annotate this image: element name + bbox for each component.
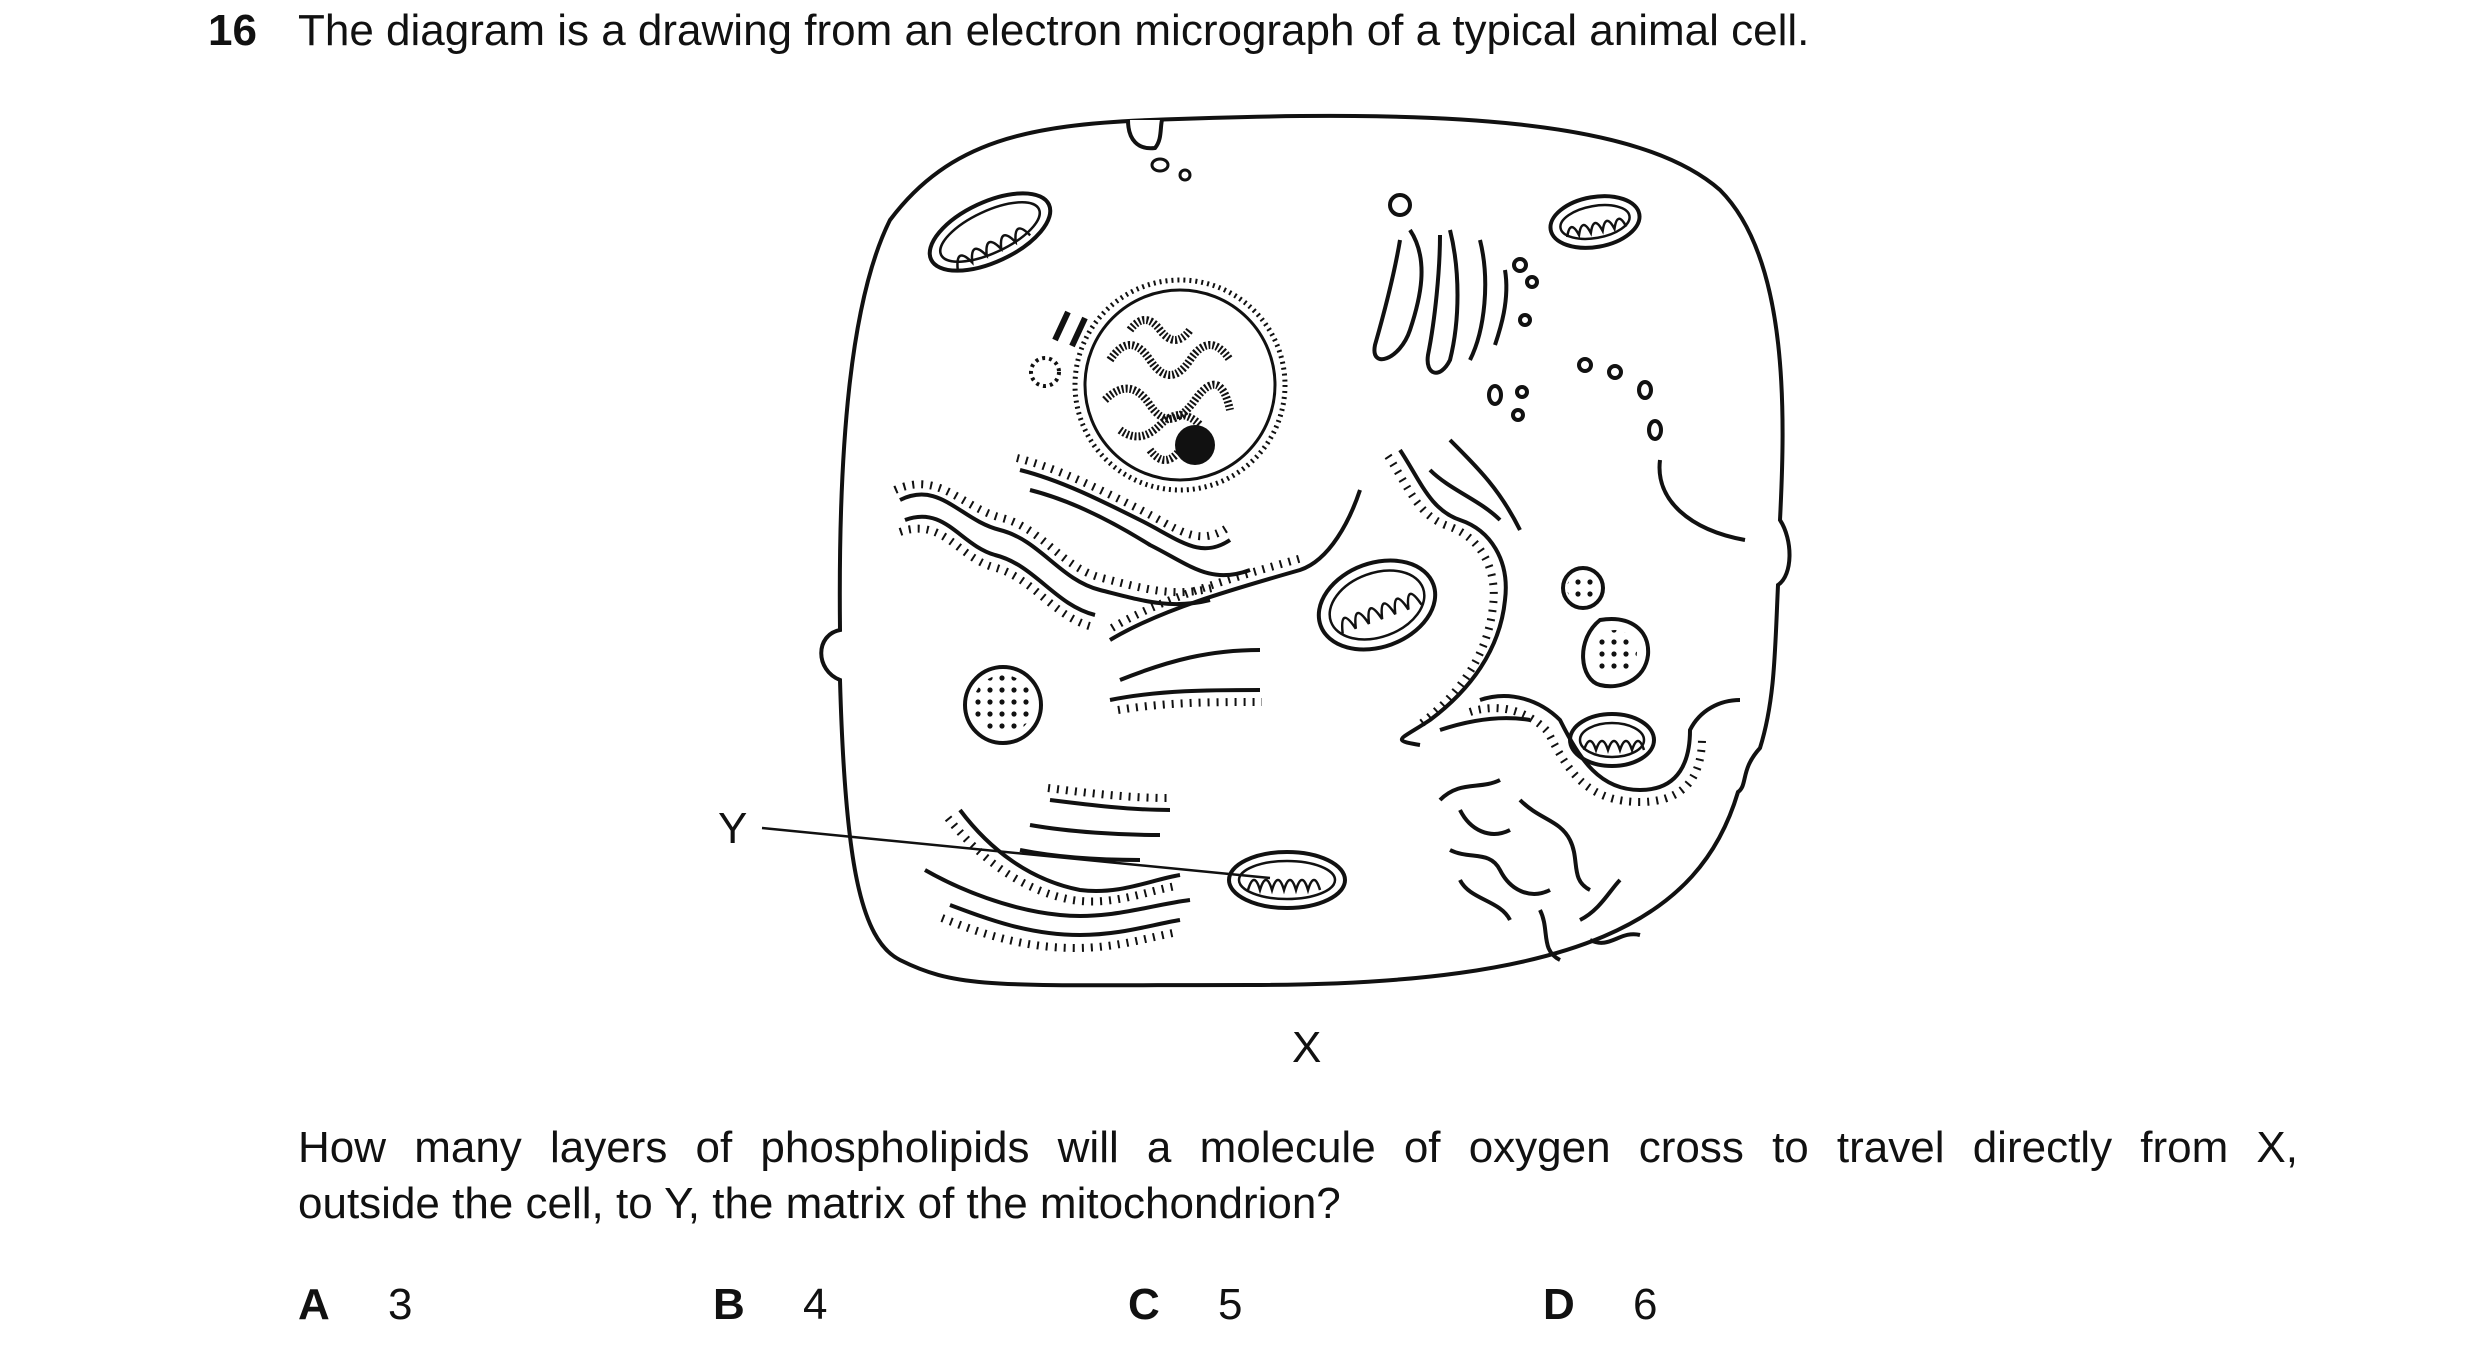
question-body: How many layers of phospholipids will a … xyxy=(298,1120,2298,1232)
lysosome xyxy=(1561,566,1605,610)
golgi-apparatus xyxy=(1372,193,1539,422)
option-b-value: 4 xyxy=(803,1280,828,1329)
option-a-letter: A xyxy=(298,1280,330,1329)
mitochondrion xyxy=(927,191,1053,273)
vesicle xyxy=(1150,157,1170,173)
option-d-letter: D xyxy=(1543,1280,1575,1329)
lysosome xyxy=(1581,617,1651,689)
lysosome xyxy=(963,665,1043,745)
label-y: Y xyxy=(718,804,747,853)
nucleus xyxy=(1072,277,1288,493)
mitochondrion xyxy=(1548,194,1642,250)
option-a-value: 3 xyxy=(388,1280,413,1329)
chromatin xyxy=(1102,316,1234,464)
option-d-value: 6 xyxy=(1633,1280,1658,1329)
question-body-line-2: outside the cell, to Y, the matrix of th… xyxy=(298,1179,1341,1228)
mitochondrion xyxy=(1316,558,1438,652)
mitochondrion xyxy=(1568,712,1656,768)
smooth-endoplasmic-reticulum xyxy=(1438,778,1641,962)
option-c-value: 5 xyxy=(1218,1280,1243,1329)
rough-endoplasmic-reticulum xyxy=(1398,438,1741,793)
mitochondrion-y xyxy=(1227,850,1347,910)
centrioles xyxy=(1029,310,1088,388)
label-x: X xyxy=(1292,1023,1321,1072)
question-number: 16 xyxy=(208,6,257,55)
rough-endoplasmic-reticulum xyxy=(899,468,1362,702)
label-y-leader xyxy=(761,826,1271,880)
rough-endoplasmic-reticulum xyxy=(924,798,1191,938)
secretory-vesicles xyxy=(1577,357,1746,542)
option-c-letter: C xyxy=(1128,1280,1160,1329)
vesicle xyxy=(1178,168,1192,182)
question-stem: The diagram is a drawing from an electro… xyxy=(298,6,1810,55)
animal-cell-diagram: Y X xyxy=(718,113,1792,1072)
option-b-letter: B xyxy=(713,1280,745,1329)
nucleolus xyxy=(1175,425,1215,465)
pinocytic-vesicle xyxy=(1126,119,1164,151)
question-body-line-1: How many layers of phospholipids will a … xyxy=(298,1123,2298,1172)
cell-membrane xyxy=(819,113,1792,988)
